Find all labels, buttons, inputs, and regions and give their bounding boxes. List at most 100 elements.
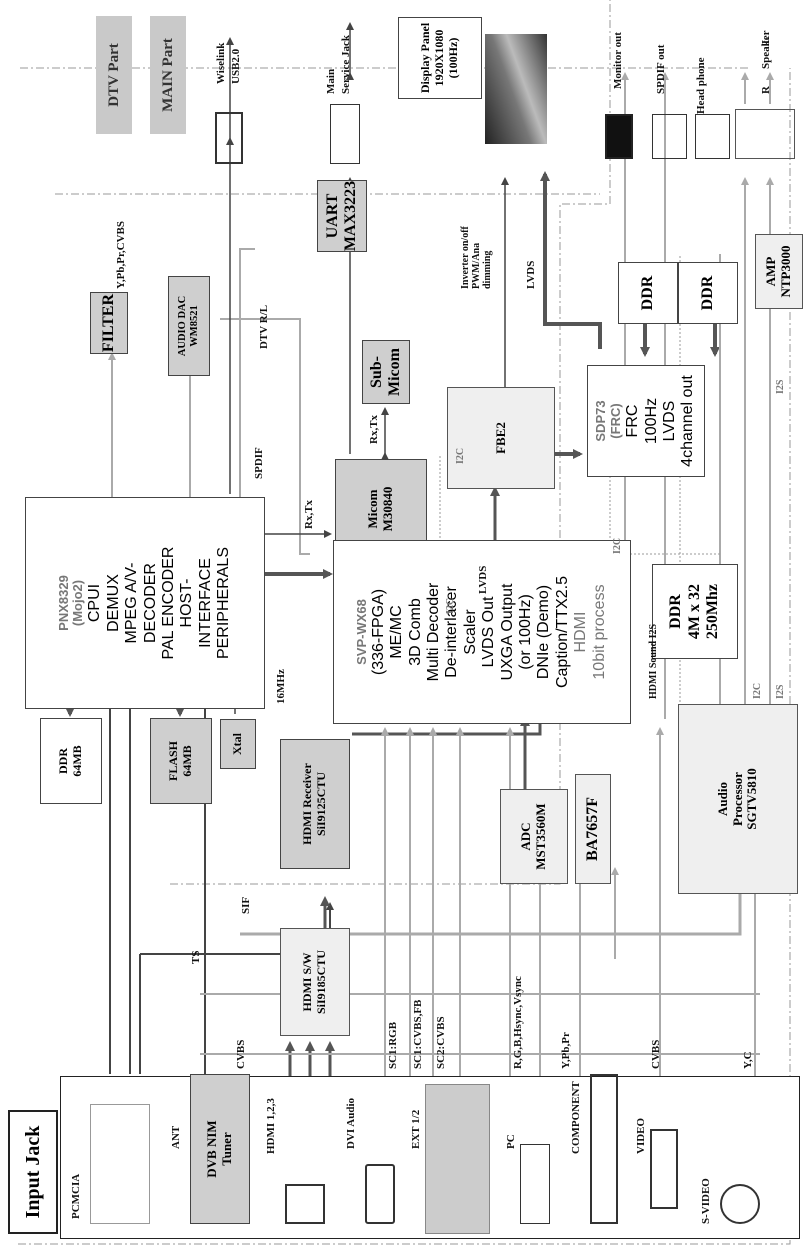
ddr4m-line-3: 250Mhz xyxy=(704,583,722,640)
amp-block: AMP NTP3000 xyxy=(755,234,803,309)
signal-lvds-1: LVDS xyxy=(477,565,489,594)
svp-line: UXGA Output xyxy=(498,583,516,681)
spdif-out-jack-icon[interactable] xyxy=(652,114,687,159)
hdmi-sw-line-1: HDMI S/W xyxy=(300,952,315,1012)
svp-line: 3D Comb xyxy=(406,598,424,666)
audio-dac-line-2: WM8521 xyxy=(189,305,200,347)
amp-line-1: AMP xyxy=(763,256,779,287)
sdp73-line: LVDS xyxy=(660,400,678,442)
ddr-block-b: DDR xyxy=(678,262,738,324)
display-panel-line-3: (100Hz) xyxy=(445,37,460,79)
pnx-line: CPUI xyxy=(86,583,104,623)
pnx-line: HOST- xyxy=(178,578,196,628)
audio-proc-line-3: SGTV5810 xyxy=(744,768,760,830)
tuner-block: DVB NIM Tuner xyxy=(190,1074,250,1224)
display-panel-label-box: Display Panel 1920X1080 (100Hz) xyxy=(398,17,482,99)
signal-lvds-2: LVDS xyxy=(525,260,537,289)
speaker-icon xyxy=(735,109,795,159)
fbe2-block: FBE2 xyxy=(447,387,555,489)
component-jacks-icon[interactable] xyxy=(590,1074,618,1224)
wiselink-label-1: Wiselink xyxy=(215,42,227,84)
input-jack-header: Input Jack xyxy=(8,1110,58,1234)
display-panel-line-2: 1920X1080 xyxy=(432,29,447,87)
audio-proc-line-1: Audio xyxy=(714,782,730,816)
input-jack-label: Input Jack xyxy=(21,1125,44,1219)
pcmcia-label: PCMCIA xyxy=(70,1173,82,1219)
svp-subtitle: (336-FPGA) xyxy=(369,588,387,676)
dvi-audio-label: DVI Audio xyxy=(345,1097,357,1149)
svideo-jack-icon[interactable] xyxy=(720,1184,760,1224)
hdmi-switch-block: HDMI S/W SiI9185CTU xyxy=(280,928,350,1036)
signal-inverter: Inverter on/off PWM/Ana dimming xyxy=(460,226,493,289)
signal-spdif: SPDIF xyxy=(253,447,265,479)
amp-line-2: NTP3000 xyxy=(778,245,793,298)
pc-vga-connector-icon[interactable] xyxy=(520,1144,550,1224)
sdp73-subtitle: (FRC) xyxy=(608,403,624,439)
hdmi-inputs-label: HDMI 1,2,3 xyxy=(265,1098,277,1154)
speaker-label-r: R xyxy=(760,86,772,94)
sub-micom-line-2: Micom xyxy=(386,348,403,396)
ba-label: BA7657F xyxy=(583,797,601,861)
sdp73-line: FRC xyxy=(624,404,642,438)
audio-dac-line-1: AUDIO DAC xyxy=(176,295,188,357)
signal-sif: SIF xyxy=(240,896,252,914)
ba7657f-block: BA7657F xyxy=(575,774,611,884)
hdmi-receiver-line-2: SiI9125CTU xyxy=(314,772,328,837)
service-jack-icon[interactable] xyxy=(330,104,360,164)
adc-line-2: MST3560M xyxy=(533,803,548,870)
component-label: COMPONENT xyxy=(570,1081,582,1154)
svp-process: 10bit process xyxy=(590,584,608,680)
spdif-out-label: SPDIF out xyxy=(655,44,667,94)
svp-line: LVDS Out xyxy=(480,596,498,668)
display-panel-image xyxy=(485,34,547,144)
xtal-block: Xtal xyxy=(220,719,256,769)
hdmi-receiver-line-1: HDMI Receiver xyxy=(300,763,315,845)
video-label: VIDEO xyxy=(635,1117,647,1154)
ddr4m-line-2: 4M x 32 xyxy=(685,583,703,640)
dvi-audio-jack-icon[interactable] xyxy=(365,1164,395,1224)
flash-line-1: FLASH xyxy=(166,741,181,782)
adc-line-1: ADC xyxy=(518,822,534,851)
adc-block: ADC MST3560M xyxy=(500,789,568,884)
pnx-line: PAL ENCODER xyxy=(159,546,177,660)
ddr-64mb-block: DDR 64MB xyxy=(40,718,102,804)
signal-hdmi-sound: HDMI Sound I2S xyxy=(648,623,659,699)
hdmi-receiver-block: HDMI Receiver SiI9125CTU xyxy=(280,739,350,869)
scart-connector-icon[interactable] xyxy=(425,1084,490,1234)
audio-dac-block: AUDIO DAC WM8521 xyxy=(168,276,210,376)
fbe2-label: FBE2 xyxy=(492,422,508,454)
monitor-out-jack-icon[interactable] xyxy=(605,114,633,159)
hdmi-connector-icon[interactable] xyxy=(285,1184,325,1224)
sub-micom-block: Sub- Micom xyxy=(362,340,410,404)
signal-i2c-sdp: I2C xyxy=(612,537,623,554)
uart-line-2: MAX3223 xyxy=(342,180,359,252)
xtal-frequency-label: 16MHz xyxy=(275,669,287,704)
signal-dtv-rl: DTV R/L xyxy=(258,304,270,349)
audio-processor-block: Audio Processor SGTV5810 xyxy=(678,704,798,894)
signal-i2c-audio: I2C xyxy=(752,682,763,699)
tuner-line-2: Tuner xyxy=(219,1132,234,1166)
pnx-line: PERIPHERALS xyxy=(215,546,233,660)
ant-label: ANT xyxy=(170,1125,182,1149)
pcmcia-slot[interactable] xyxy=(90,1104,150,1224)
usb-port-icon[interactable] xyxy=(215,112,243,164)
xtal-label: Xtal xyxy=(230,733,245,755)
inverter-line-2: PWM/Ana xyxy=(471,242,482,289)
signal-cvbs-video: CVBS xyxy=(650,1039,662,1069)
signal-rxtx-2: Rx,Tx xyxy=(368,414,380,444)
sub-micom-line-1: Sub- xyxy=(367,355,385,389)
headphone-jack-icon[interactable] xyxy=(695,114,730,159)
monitor-out-label: Monitor out xyxy=(612,32,624,89)
video-jacks-icon[interactable] xyxy=(650,1129,678,1209)
pc-label: PC xyxy=(505,1134,517,1149)
sdp73-title: SDP73 xyxy=(593,400,609,442)
sdp73-line: 4channel out xyxy=(679,375,697,467)
sdp73-line: 100Hz xyxy=(642,397,660,445)
sdp73-block: SDP73 (FRC) FRC 100Hz LVDS 4channel out xyxy=(587,365,705,477)
flash-line-2: 64MB xyxy=(180,745,194,777)
signal-sc1-cvbs: SC1:CVBS,FB xyxy=(412,999,424,1069)
inverter-line-3: dimming xyxy=(482,250,493,289)
ddr4m-line-1: DDR xyxy=(667,594,685,629)
svp-caption: Caption/TTX2.5 xyxy=(553,575,571,689)
